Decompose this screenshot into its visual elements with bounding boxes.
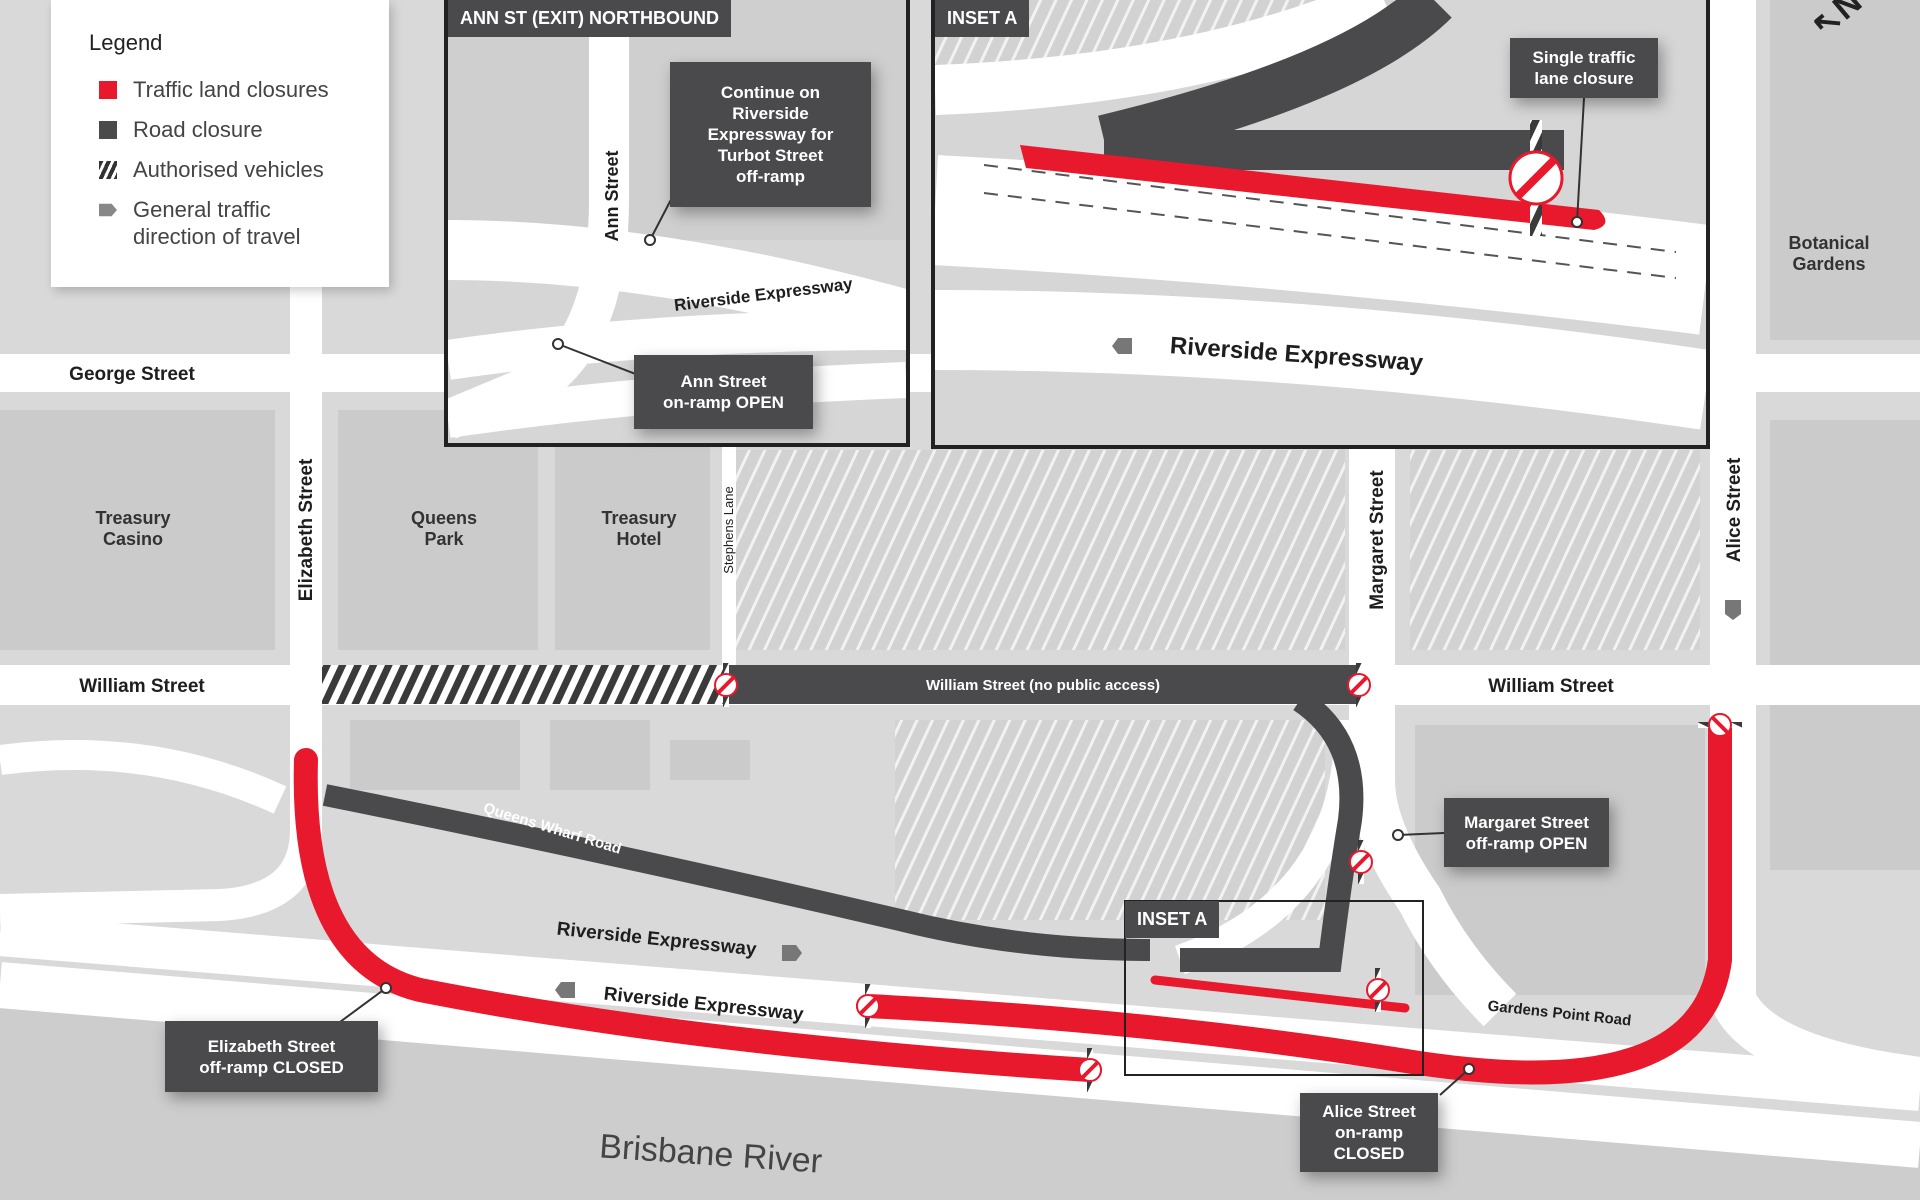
direction-arrow-icon xyxy=(555,600,1741,998)
treasury-hotel-label: Treasury Hotel xyxy=(601,508,677,549)
margaret-street-label: Margaret Street xyxy=(1367,470,1388,610)
inset-ann-street: Ann Street Riverside Expressway xyxy=(444,0,910,447)
william-street-label: William Street xyxy=(79,676,205,697)
restricted-area xyxy=(735,450,1345,650)
legend-label: Road closure xyxy=(133,117,263,142)
direction-arrow-icon xyxy=(99,203,117,217)
legend-label: General traffic direction of travel xyxy=(133,197,301,249)
george-street-label: George Street xyxy=(69,364,195,385)
inset-ann-title: ANN ST (EXIT) NORTHBOUND xyxy=(448,0,731,37)
william-closed-label: William Street (no public access) xyxy=(926,677,1160,694)
legend-item: General traffic direction of travel xyxy=(99,196,301,250)
elizabeth-street-label: Elizabeth Street xyxy=(296,458,317,601)
inset-a-title: INSET A xyxy=(935,0,1030,37)
continue-riverside-callout: Continue on Riverside Expressway for Tur… xyxy=(670,62,871,207)
queens-park-label: Queens Park xyxy=(410,508,478,549)
red-square-icon xyxy=(99,81,117,99)
inset-ann-canvas: Ann Street Riverside Expressway xyxy=(448,0,906,443)
william-street-label: William Street xyxy=(1488,676,1614,697)
legend-item: Road closure xyxy=(99,116,263,143)
legend-label: Traffic land closures xyxy=(133,77,329,102)
road-closures xyxy=(322,665,1364,972)
stephens-lane-label: Stephens Lane xyxy=(721,486,736,573)
margaret-offramp-callout: Margaret Street off-ramp OPEN xyxy=(1444,798,1609,867)
restricted-area xyxy=(895,720,1325,920)
river xyxy=(0,1000,1920,1200)
inset-a-tag: INSET A xyxy=(1125,901,1220,938)
botanical-gardens-label: Botanical Gardens xyxy=(1788,233,1870,274)
direction-arrow-icon xyxy=(1112,338,1132,354)
authorised-vehicles-section xyxy=(322,665,726,704)
hatch-icon xyxy=(99,161,117,179)
alice-onramp-callout: Alice Street on-ramp CLOSED xyxy=(1300,1093,1438,1172)
elizabeth-offramp-callout: Elizabeth Street off-ramp CLOSED xyxy=(165,1021,378,1092)
dark-square-icon xyxy=(99,121,117,139)
callout-leaders xyxy=(339,829,1475,1096)
legend: Legend Traffic land closures Road closur… xyxy=(51,0,389,287)
legend-item: Traffic land closures xyxy=(99,76,329,103)
ann-onramp-callout: Ann Street on-ramp OPEN xyxy=(634,355,813,429)
restricted-area xyxy=(1410,450,1700,650)
alice-street-label: Alice Street xyxy=(1724,457,1745,562)
ann-street-label: Ann Street xyxy=(602,150,622,241)
treasury-casino-label: Treasury Casino xyxy=(95,508,171,549)
single-lane-closure-callout: Single traffic lane closure xyxy=(1510,38,1658,98)
legend-label: Authorised vehicles xyxy=(133,157,324,182)
legend-title: Legend xyxy=(89,30,163,55)
inset-a-frame xyxy=(1124,900,1424,1076)
lane-closures xyxy=(293,713,1732,1085)
legend-item: Authorised vehicles xyxy=(99,156,324,183)
